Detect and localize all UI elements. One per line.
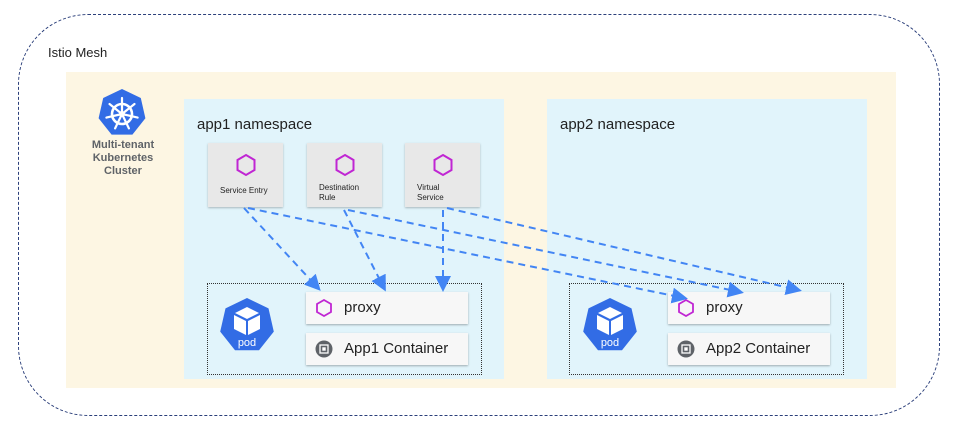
pod-icon: pod: [583, 298, 637, 351]
app2-container: App2 Container: [668, 333, 830, 365]
hexagon-icon: [433, 153, 453, 177]
istio-mesh-boundary: [18, 14, 940, 416]
chip-icon: [315, 340, 333, 358]
service-entry-label: Service Entry: [220, 186, 268, 195]
cluster-label: Multi-tenant Kubernetes Cluster: [91, 139, 155, 177]
app1-container-label: App1 Container: [344, 340, 449, 357]
app1-proxy-label: proxy: [344, 299, 381, 316]
hexagon-icon: [335, 153, 355, 177]
kubernetes-icon: [98, 89, 146, 135]
pod-label: pod: [238, 337, 256, 349]
virtual-service-card: Virtual Service: [405, 143, 480, 207]
app2-namespace-title: app2 namespace: [560, 116, 676, 133]
destination-rule-card: Destination Rule: [307, 143, 382, 207]
hexagon-icon: [316, 299, 332, 317]
hexagon-icon: [678, 299, 694, 317]
mesh-label: Istio Mesh: [48, 45, 108, 60]
app1-proxy: proxy: [306, 292, 468, 324]
app1-namespace-title: app1 namespace: [197, 116, 313, 133]
virtual-service-label: Virtual Service: [417, 183, 444, 202]
app1-container: App1 Container: [306, 333, 468, 365]
app2-proxy: proxy: [668, 292, 830, 324]
pod-label: pod: [601, 337, 619, 349]
hexagon-icon: [236, 153, 256, 177]
app2-proxy-label: proxy: [706, 299, 743, 316]
app2-container-label: App2 Container: [706, 340, 811, 357]
chip-icon: [677, 340, 695, 358]
destination-rule-label: Destination Rule: [319, 183, 360, 202]
pod-icon: pod: [220, 298, 274, 351]
service-entry-card: Service Entry: [208, 143, 283, 207]
